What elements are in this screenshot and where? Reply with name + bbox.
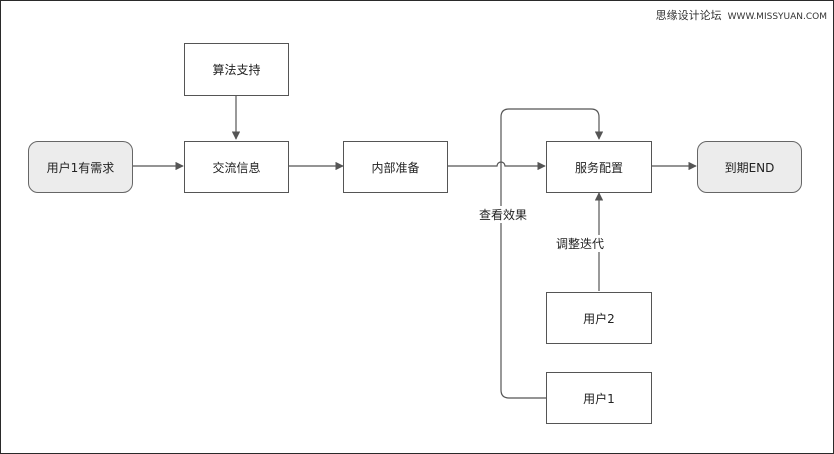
node-user2-label: 用户2 [583, 311, 615, 326]
node-service-config[interactable]: 服务配置 [546, 141, 652, 193]
node-internal-prep[interactable]: 内部准备 [343, 141, 448, 193]
node-user1-label: 用户1 [583, 391, 615, 406]
node-user1-need-label: 用户1有需求 [46, 160, 115, 175]
node-expire-end[interactable]: 到期END [697, 141, 802, 193]
node-user1[interactable]: 用户1 [546, 372, 652, 424]
edge-user1-feedback-loop [500, 108, 604, 399]
node-communication[interactable]: 交流信息 [184, 141, 289, 193]
node-communication-label: 交流信息 [212, 160, 261, 175]
node-service-config-label: 服务配置 [574, 160, 623, 175]
node-expire-end-label: 到期END [724, 160, 775, 175]
node-algorithm-support-label: 算法支持 [212, 63, 261, 77]
node-user2[interactable]: 用户2 [546, 292, 652, 344]
watermark-site-name: 思缘设计论坛 [655, 9, 722, 22]
edge-label-view-effect: 查看效果 [477, 206, 530, 223]
site-watermark: 思缘设计论坛 WWW.MISSYUAN.COM [656, 7, 827, 23]
node-user1-need[interactable]: 用户1有需求 [28, 141, 133, 193]
node-algorithm-support[interactable]: 算法支持 [184, 43, 289, 96]
watermark-site-url: WWW.MISSYUAN.COM [727, 12, 827, 22]
edge-prep-to-service [448, 161, 546, 171]
node-internal-prep-label: 内部准备 [371, 160, 420, 175]
edge-label-adjust-iterate: 调整迭代 [554, 235, 607, 252]
